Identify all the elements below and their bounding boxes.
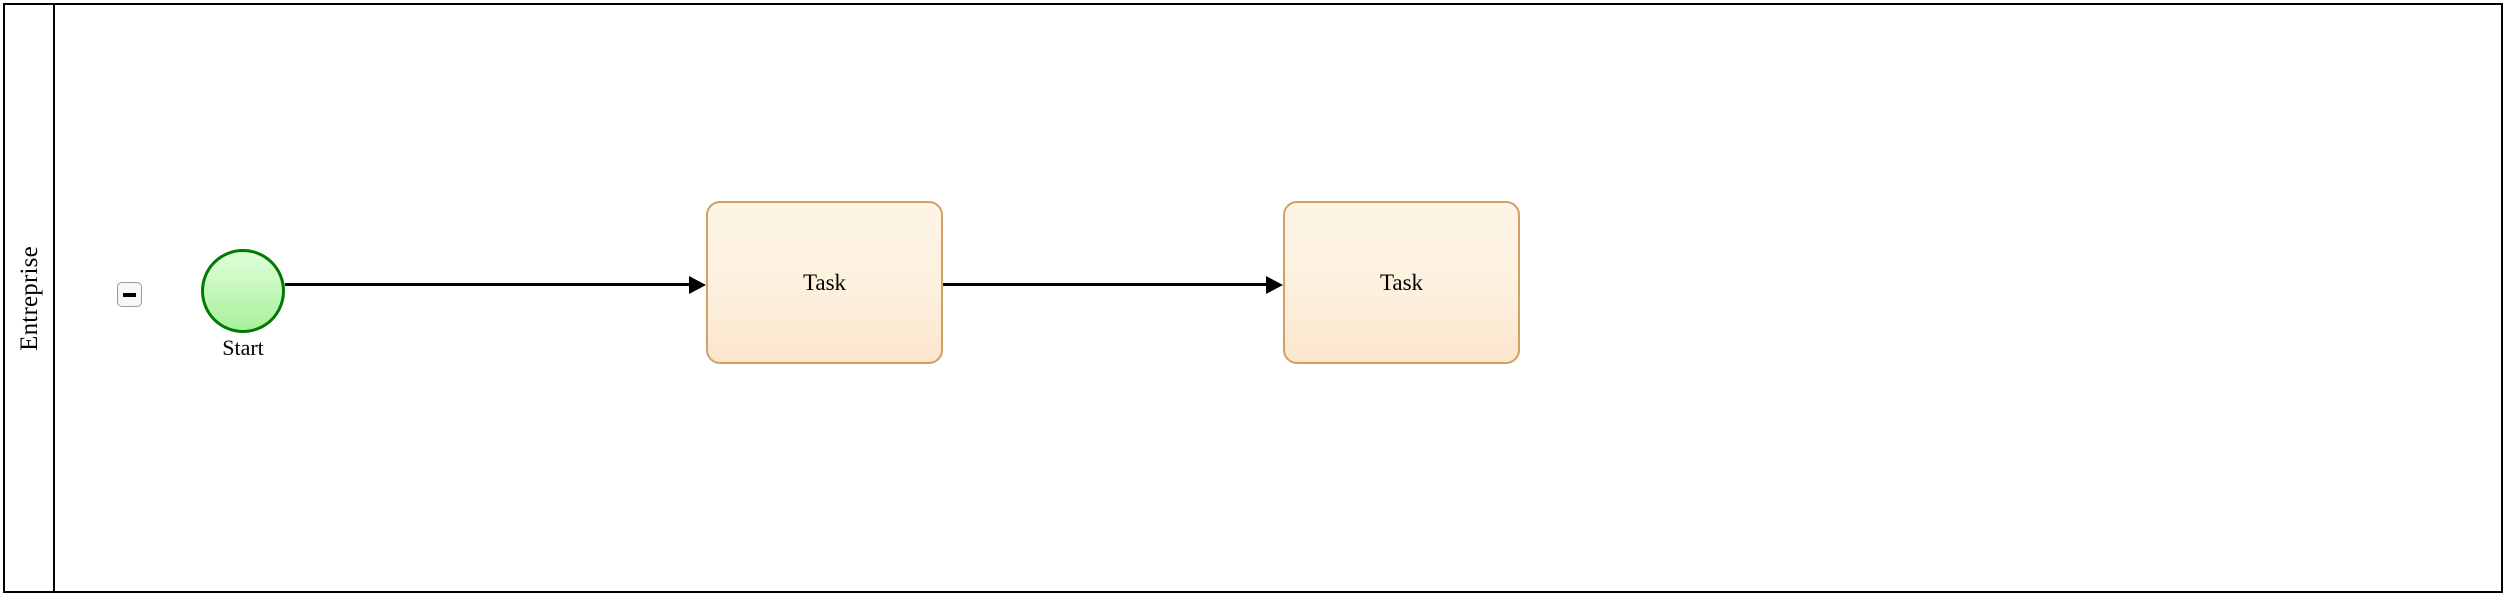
pool-lane-body: Start Task Task — [55, 5, 2501, 591]
flow-line — [943, 283, 1267, 286]
sequence-flow-start-to-task-1[interactable] — [285, 275, 706, 295]
task-label: Task — [802, 270, 847, 295]
minus-bar-glyph — [123, 292, 136, 297]
task-label: Task — [1379, 270, 1424, 295]
pool-entreprise[interactable]: Entreprise Start Task Task — [3, 3, 2503, 593]
flow-line — [285, 283, 690, 286]
task-node-1[interactable]: Task — [706, 201, 943, 364]
minus-icon[interactable] — [117, 282, 142, 307]
arrowhead-icon — [1266, 275, 1283, 294]
arrowhead-icon — [689, 275, 706, 294]
sequence-flow-task-1-to-task-2[interactable] — [943, 275, 1283, 295]
pool-header-band[interactable]: Entreprise — [5, 5, 55, 591]
start-event-node[interactable] — [201, 249, 285, 333]
task-node-2[interactable]: Task — [1283, 201, 1520, 364]
start-event-label: Start — [222, 335, 264, 360]
pool-name-label: Entreprise — [15, 245, 43, 351]
